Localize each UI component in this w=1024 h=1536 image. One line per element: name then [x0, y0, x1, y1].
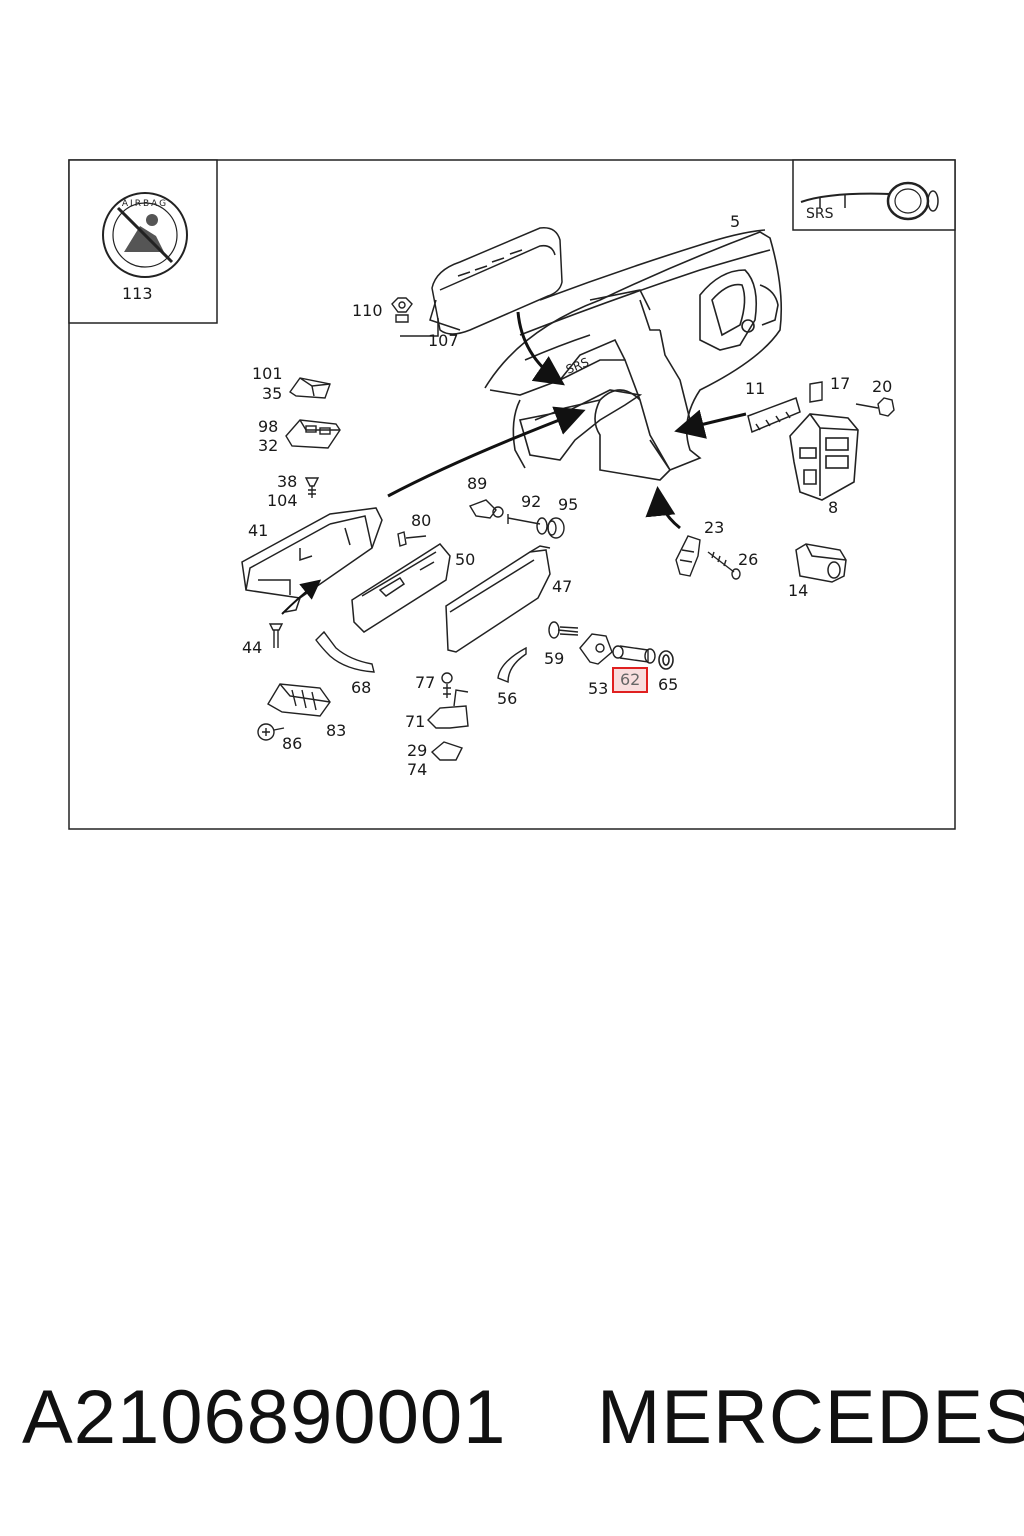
callout-23: 23 — [704, 518, 725, 537]
brand-caption: MERCEDES — [597, 1375, 1024, 1460]
cap-95-drawing — [547, 517, 565, 539]
callout-80: 80 — [411, 511, 432, 530]
screw-20-drawing — [855, 397, 895, 417]
latch-53-drawing — [579, 633, 613, 665]
callout-56: 56 — [497, 689, 518, 708]
clip-89-drawing — [468, 499, 504, 519]
screw-86-drawing — [257, 723, 285, 741]
clip-17-drawing — [809, 381, 823, 403]
ring-65-drawing — [658, 650, 674, 670]
clip-101-drawing — [289, 377, 331, 399]
callout-86: 86 — [282, 734, 303, 753]
pin-44-drawing — [268, 623, 284, 648]
callout-98: 98 — [258, 417, 279, 436]
callout-20: 20 — [872, 377, 893, 396]
callout-8: 8 — [828, 498, 839, 517]
screw-38-drawing — [304, 477, 320, 498]
screw-26-drawing — [707, 551, 741, 580]
part-number-caption: A2106890001 — [22, 1375, 507, 1460]
clip-29-drawing — [430, 741, 463, 761]
callout-71: 71 — [405, 712, 426, 731]
callout-101: 101 — [252, 364, 283, 383]
callout-14: 14 — [788, 581, 809, 600]
callout-65: 65 — [658, 675, 679, 694]
glovebox-lid-drawing — [445, 545, 551, 653]
glovebox-frame-drawing — [241, 507, 383, 613]
callout-68: 68 — [351, 678, 372, 697]
lid-50-drawing — [351, 543, 451, 633]
lock-cylinder-62-drawing — [612, 645, 656, 664]
callout-11: 11 — [745, 379, 766, 398]
screw-59-drawing — [548, 621, 579, 639]
leader-arrows — [281, 311, 747, 615]
callout-62-highlighted: 62 — [612, 667, 649, 693]
callout-44: 44 — [242, 638, 263, 657]
callout-32: 32 — [258, 436, 279, 455]
screw-80-drawing — [397, 531, 427, 547]
callout-104: 104 — [267, 491, 298, 510]
callout-83: 83 — [326, 721, 347, 740]
callout-110: 110 — [352, 301, 383, 320]
nut-110-drawing — [391, 297, 413, 323]
callout-74: 74 — [407, 760, 428, 779]
srs-inset-label: SRS — [806, 206, 834, 222]
callout-41: 41 — [248, 521, 269, 540]
strap-68-drawing — [315, 630, 375, 673]
airbag-ring-text: AIRBAG — [122, 199, 168, 209]
dashboard-srs-label: SRS — [564, 355, 591, 377]
callout-38: 38 — [277, 472, 298, 491]
bracket-83-drawing — [267, 683, 331, 717]
diagram-frame-border — [68, 159, 956, 830]
switch-assembly-8-drawing — [789, 413, 859, 501]
connector-14-drawing — [795, 543, 847, 583]
nut-77-drawing — [441, 672, 453, 698]
callout-50: 50 — [455, 550, 476, 569]
clip-98-drawing — [285, 419, 341, 449]
callout-77: 77 — [415, 673, 436, 692]
airbag-module-drawing — [400, 227, 563, 337]
switch-11-drawing — [747, 397, 801, 434]
callout-53: 53 — [588, 679, 609, 698]
callout-17: 17 — [830, 374, 851, 393]
clip-23-drawing — [675, 535, 701, 577]
callout-95: 95 — [558, 495, 579, 514]
srs-inset: SRS — [792, 159, 956, 231]
bolt-92-drawing — [507, 514, 548, 535]
callout-26: 26 — [738, 550, 759, 569]
callout-107: 107 — [428, 331, 459, 350]
callout-113: 113 — [122, 284, 153, 303]
callout-89: 89 — [467, 474, 488, 493]
callout-29: 29 — [407, 741, 428, 760]
dashboard-body-drawing — [484, 229, 782, 481]
callout-5: 5 — [730, 212, 741, 231]
bracket-71-drawing — [427, 689, 469, 729]
callout-35: 35 — [262, 384, 283, 403]
part-56-drawing — [497, 646, 527, 684]
callout-59: 59 — [544, 649, 565, 668]
airbag-warning-inset: AIRBAG — [68, 159, 218, 324]
callout-92: 92 — [521, 492, 542, 511]
callout-47: 47 — [552, 577, 573, 596]
